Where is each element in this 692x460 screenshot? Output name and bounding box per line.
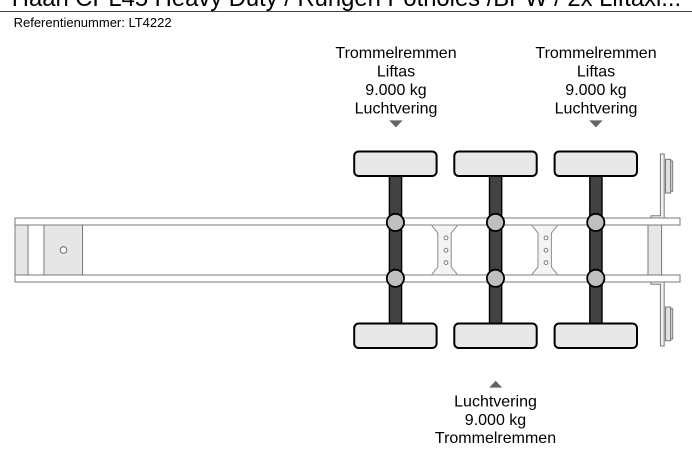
svg-text:9.000 kg: 9.000 kg: [465, 412, 526, 429]
svg-text:Referentienummer: LT4222: Referentienummer: LT4222: [14, 15, 172, 30]
svg-text:9.000 kg: 9.000 kg: [565, 82, 626, 99]
svg-text:Luchtvering: Luchtvering: [355, 100, 438, 117]
svg-text:Liftas: Liftas: [377, 63, 415, 80]
svg-text:9.000 kg: 9.000 kg: [365, 82, 426, 99]
svg-text:Haan CPL45 Heavy Duty / Rungen: Haan CPL45 Heavy Duty / Rungen Potholes …: [12, 0, 681, 12]
svg-text:Luchtvering: Luchtvering: [454, 393, 537, 410]
svg-text:Luchtvering: Luchtvering: [555, 100, 638, 117]
svg-text:Trommelremmen: Trommelremmen: [535, 45, 656, 62]
svg-text:Liftas: Liftas: [577, 63, 615, 80]
svg-text:Trommelremmen: Trommelremmen: [335, 45, 456, 62]
svg-text:Trommelremmen: Trommelremmen: [435, 430, 556, 447]
